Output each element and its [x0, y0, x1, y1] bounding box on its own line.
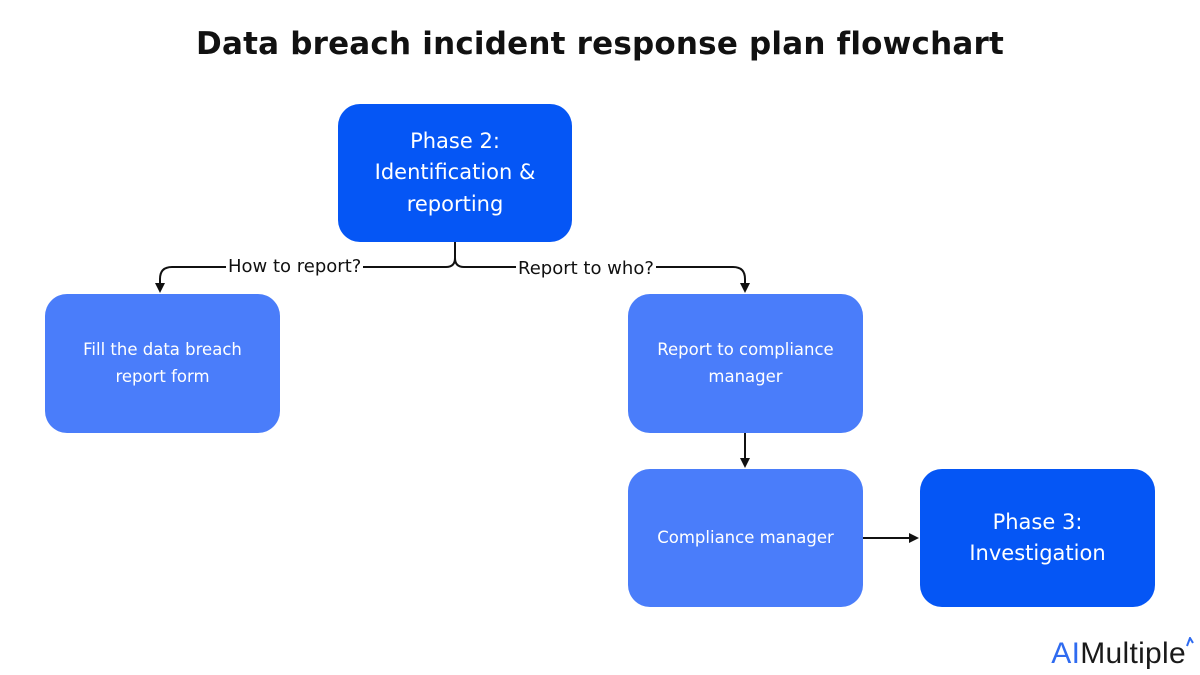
compliance-manager-node: Compliance manager: [628, 469, 863, 607]
fill-report-form-node: Fill the data breach report form: [45, 294, 280, 433]
edge-label-report-to-who: Report to who?: [516, 258, 656, 279]
phase-3-node: Phase 3: Investigation: [920, 469, 1155, 607]
logo-ai-text: AI: [1051, 637, 1081, 670]
fill-report-form-label: Fill the data breach report form: [83, 340, 242, 386]
phase-2-node: Phase 2: Identification & reporting: [338, 104, 572, 242]
report-to-compliance-manager-label: Report to compliance manager: [657, 340, 834, 386]
page-title: Data breach incident response plan flowc…: [196, 26, 1004, 62]
aimultiple-logo: AIMultiple: [1051, 637, 1194, 671]
logo-spark-icon: [1186, 637, 1194, 647]
edge-label-how-to-report: How to report?: [226, 256, 364, 277]
phase-2-label: Phase 2: Identification & reporting: [374, 129, 536, 216]
report-to-compliance-manager-node: Report to compliance manager: [628, 294, 863, 433]
compliance-manager-label: Compliance manager: [657, 527, 834, 547]
phase-3-label: Phase 3: Investigation: [969, 509, 1106, 565]
logo-multiple-text: Multiple: [1080, 637, 1186, 670]
